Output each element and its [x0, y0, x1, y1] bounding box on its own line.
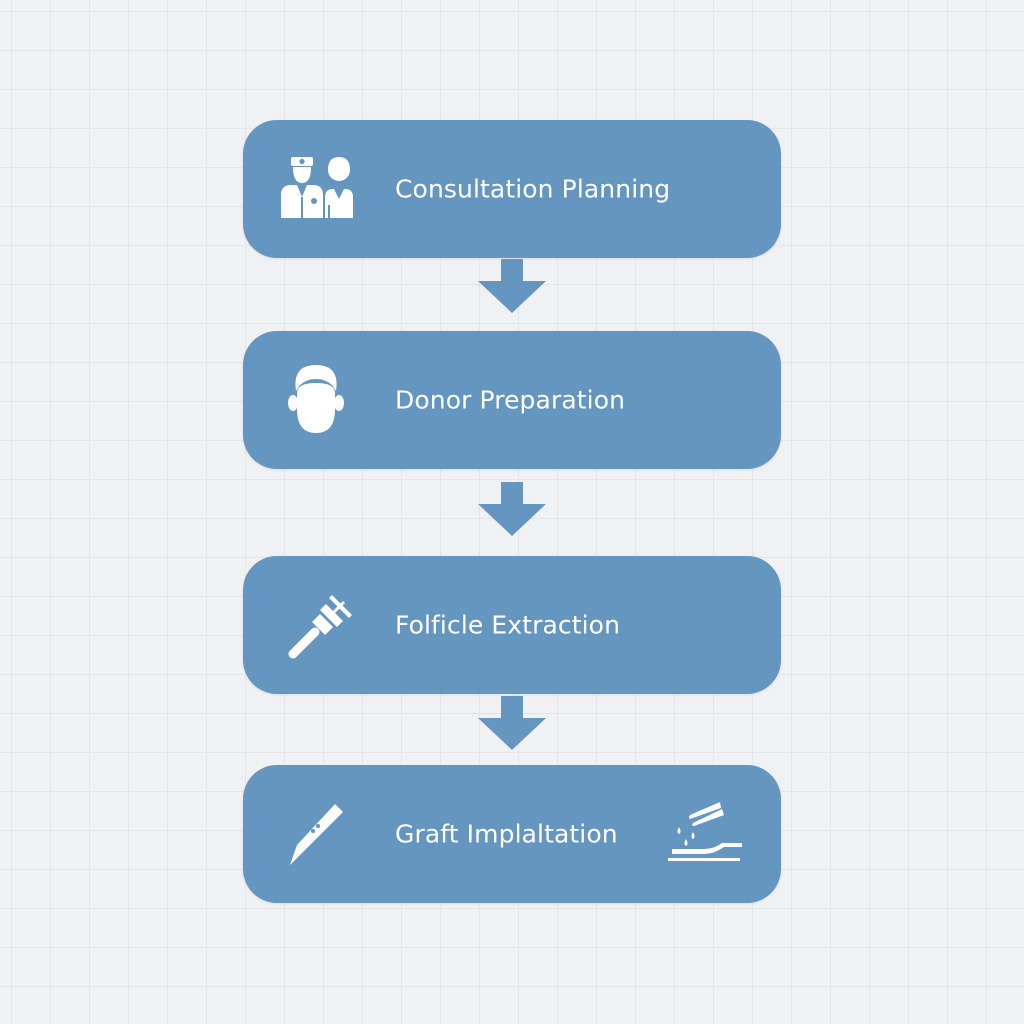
- step-label: Donor Preparation: [395, 385, 626, 415]
- doctor-patient-icon: [281, 157, 353, 218]
- step-label: Folficle Extraction: [395, 610, 621, 640]
- step-follicle-extraction: Folficle Extraction: [243, 556, 781, 694]
- arrow-down-icon: [478, 482, 546, 536]
- arrow-down-icon: [478, 696, 546, 750]
- forceps-implant-icon: [668, 802, 742, 861]
- step-label: Graft Implaltation: [395, 819, 618, 849]
- arrow-down-icon: [478, 259, 546, 313]
- step-donor-preparation: Donor Preparation: [243, 331, 781, 469]
- step-graft-implantation: Graft Implaltation: [243, 765, 781, 903]
- scalpel-icon: [290, 804, 343, 865]
- step-label: Consultation Planning: [395, 174, 671, 204]
- head-icon: [288, 365, 344, 433]
- step-consultation-planning: Consultation Planning: [243, 120, 781, 258]
- extraction-tool-icon: [288, 595, 352, 659]
